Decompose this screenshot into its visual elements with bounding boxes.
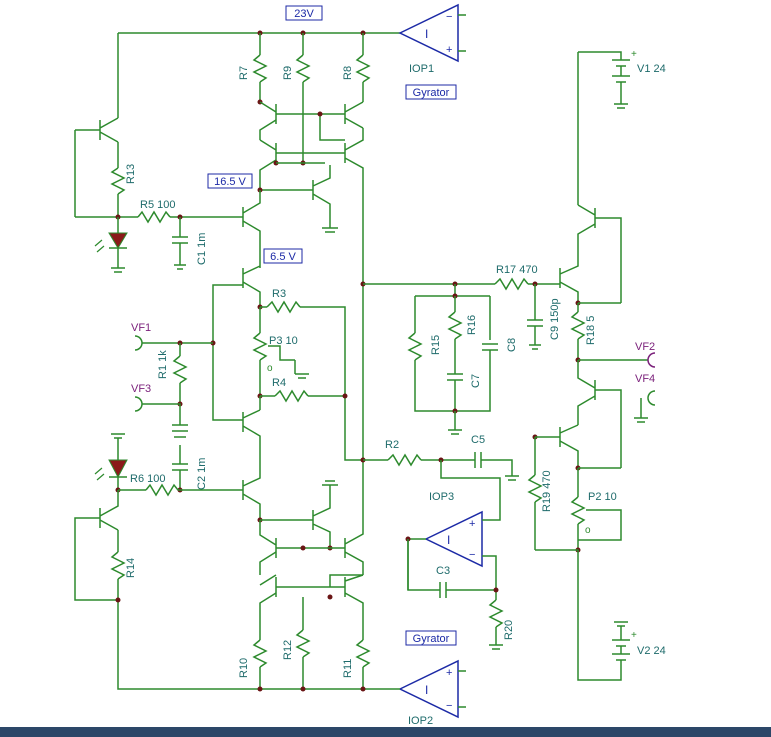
svg-text:R2: R2 [385,439,399,451]
svg-text:+: + [446,667,452,679]
svg-text:C3: C3 [436,565,450,577]
svg-text:R15: R15 [430,335,442,355]
svg-text:R9: R9 [282,66,294,80]
svg-text:o: o [267,363,273,374]
svg-text:+: + [631,630,637,641]
taskbar-strip [0,727,771,737]
svg-text:V1 24: V1 24 [637,63,666,75]
svg-text:VF3: VF3 [131,383,151,395]
svg-text:+: + [631,49,637,60]
svg-text:VF2: VF2 [635,341,655,353]
svg-text:+: + [469,518,475,530]
svg-text:o: o [585,525,591,536]
svg-text:C7: C7 [470,374,482,388]
svg-text:VF4: VF4 [635,373,655,385]
svg-text:R4: R4 [272,377,286,389]
opamp-iop2: I + − IOP2 [398,659,466,727]
svg-text:R7: R7 [238,66,250,80]
label-23v: 23V [285,5,323,21]
left-inputs: VF1 VF3 R1 1k C2 1m [131,322,213,493]
svg-text:R20: R20 [503,620,515,640]
output-network: R15 R16 C7 C8 R17 470 C9 150p [360,264,561,435]
svg-text:23V: 23V [294,8,314,20]
svg-text:C1 1m: C1 1m [196,233,208,265]
svg-text:IOP3: IOP3 [429,491,454,503]
svg-text:I: I [425,27,428,41]
svg-text:Gyrator: Gyrator [413,633,450,645]
svg-text:P3 10: P3 10 [269,335,298,347]
svg-text:R19 470: R19 470 [541,470,553,512]
svg-text:IOP1: IOP1 [409,63,434,75]
bottom-left-bias: R6 100 R14 [74,433,400,690]
svg-text:−: − [446,11,452,23]
svg-text:R17 470: R17 470 [496,264,538,276]
svg-text:I: I [425,683,428,697]
iop3-network: R2 C5 C3 R20 [360,434,519,650]
svg-text:6.5 V: 6.5 V [270,251,296,263]
label-6-5v: 6.5 V [263,248,303,264]
label-gyrator-bottom: Gyrator [405,630,457,646]
svg-text:IOP2: IOP2 [408,715,433,727]
svg-text:+: + [446,44,452,56]
svg-text:−: − [446,700,452,712]
svg-text:I: I [447,533,450,547]
svg-text:R5 100: R5 100 [140,199,175,211]
top-current-mirror: R7 R9 R8 [238,33,371,300]
svg-text:R1 1k: R1 1k [157,350,169,379]
svg-text:C9 150p: C9 150p [549,298,561,340]
opamp-iop1: I − + IOP1 [398,3,466,75]
svg-text:16.5 V: 16.5 V [214,176,246,188]
svg-text:C5: C5 [471,434,485,446]
svg-text:R14: R14 [125,558,137,578]
svg-text:P2 10: P2 10 [588,491,617,503]
top-left-bias: R5 100 R13 C1 1m [74,117,243,273]
svg-text:C2 1m: C2 1m [196,458,208,490]
label-16-5v: 16.5 V [207,173,253,189]
svg-text:Gyrator: Gyrator [413,87,450,99]
svg-text:C8: C8 [506,338,518,352]
label-gyrator-top: Gyrator [405,84,457,100]
svg-text:R12: R12 [282,640,294,660]
middle-feedback: R3 P3 10 o R4 [210,250,363,461]
svg-text:−: − [469,549,475,561]
svg-text:R3: R3 [272,288,286,300]
svg-text:R16: R16 [466,315,478,335]
opamp-iop3: I + − IOP3 [424,491,483,568]
bottom-current-mirror: R10 R12 R11 [238,300,371,692]
svg-text:R18 5: R18 5 [585,316,597,345]
svg-text:R6 100: R6 100 [130,473,165,485]
right-output-stage: + V1 24 R18 5 VF2 VF4 P2 10 o [527,49,666,681]
svg-text:R10: R10 [238,658,250,678]
svg-text:VF1: VF1 [131,322,151,334]
svg-text:R11: R11 [342,659,354,678]
svg-text:R8: R8 [342,66,354,80]
svg-text:R13: R13 [125,164,137,184]
svg-text:V2 24: V2 24 [637,645,666,657]
